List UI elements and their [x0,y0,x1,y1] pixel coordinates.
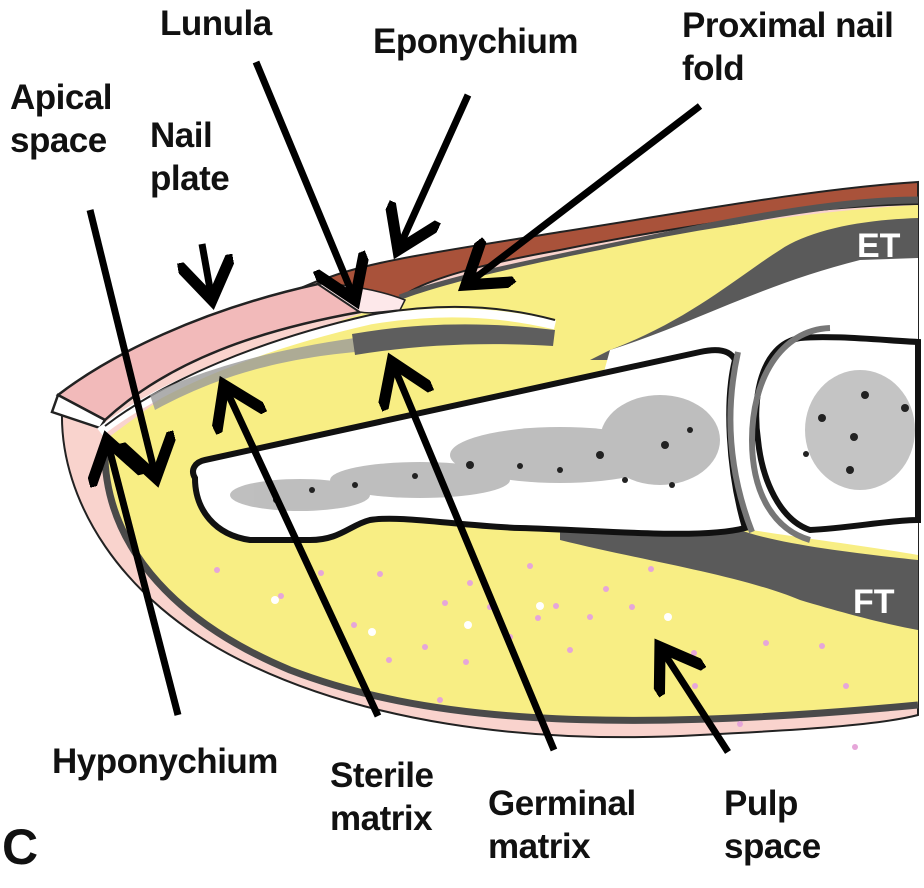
arrow-hyponychium [107,440,182,716]
label-proximal-nail-fold: Proximal nail fold [682,6,894,88]
flexor-tendon [560,528,918,630]
bone-texture [230,395,720,511]
label-nail-plate: Nail plate [150,116,230,198]
distal-cartilage [727,351,755,534]
arrow-pulp-space [660,647,731,754]
sterile-matrix [150,338,355,410]
arrow-nail-plate [202,243,212,300]
panel-letter: C [2,819,39,875]
middle-cartilage [748,325,831,543]
arrow-eponychium [398,93,472,250]
label-apical-space: Apical space [10,78,113,160]
pulp-outline [101,439,919,724]
pulp-white-dots [271,596,672,636]
label-ft: FT [853,583,895,621]
arrow-apical-space [86,209,156,478]
arrow-proximal-fold [466,103,703,285]
label-lunula: Lunula [160,4,272,43]
label-pulp-space: Pulp space [724,784,821,866]
germinal-matrix [352,324,555,355]
arrow-sterile-matrix [224,385,382,718]
label-et: ET [857,227,901,265]
label-sterile-matrix: Sterile matrix [330,756,434,838]
label-eponychium: Eponychium [373,22,579,61]
arrow-lunula [252,60,355,300]
middle-bone-texture [803,370,915,490]
arrow-germinal-matrix [392,362,558,752]
label-germinal-matrix: Germinal matrix [488,784,636,866]
label-hyponychium: Hyponychium [52,742,278,781]
